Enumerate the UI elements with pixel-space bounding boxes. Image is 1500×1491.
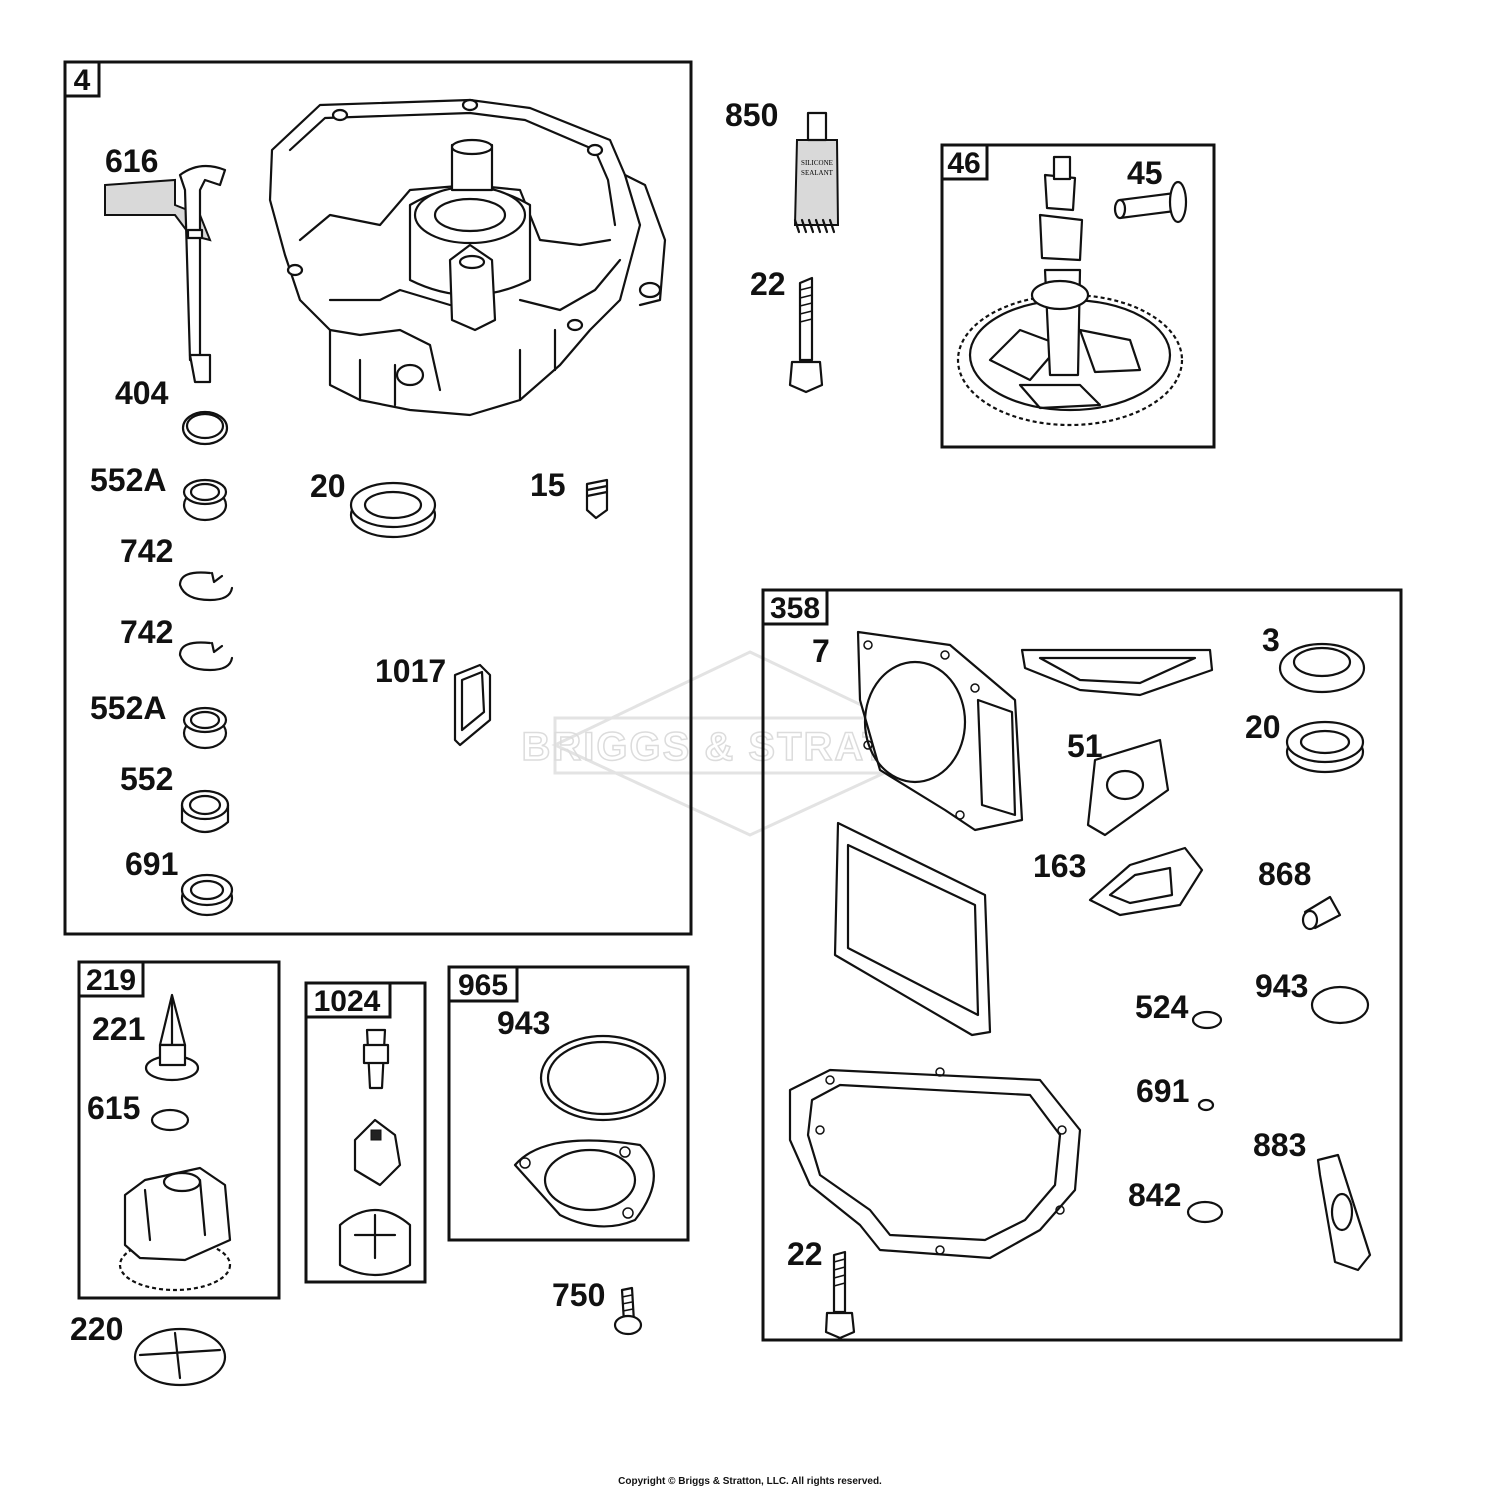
washer-404 (181, 410, 229, 446)
camshaft-gear-drawing (956, 155, 1184, 427)
box-4-label: 4 (74, 64, 91, 97)
box-358 (761, 588, 1403, 1342)
callout-163: 163 (1033, 848, 1086, 884)
callout-842: 842 (1128, 1177, 1181, 1213)
clip-742-1 (178, 571, 234, 602)
pin-45 (1113, 180, 1188, 224)
callout-7: 7 (812, 633, 830, 669)
plug-15 (585, 478, 609, 520)
washer-220 (133, 1327, 227, 1387)
callout-22-kit: 22 (787, 1236, 823, 1272)
box-358-label: 358 (770, 592, 820, 625)
bearing-20-main (349, 481, 437, 539)
part-868 (1301, 895, 1342, 931)
callouts: 616 404 552A 742 742 552A 552 691 20 15 … (70, 97, 1311, 1347)
oring-524 (1191, 1010, 1223, 1030)
svg-text:SILICONE: SILICONE (801, 159, 833, 167)
oil-pump-parts (338, 1028, 412, 1276)
box-4-tag (63, 60, 101, 98)
callout-742-2: 742 (120, 614, 173, 650)
box-4 (63, 60, 693, 936)
box-46-label: 46 (947, 147, 980, 180)
box-219 (77, 960, 281, 1300)
callout-615: 615 (87, 1090, 140, 1126)
svg-text:SEALANT: SEALANT (801, 169, 834, 177)
callout-691-kit: 691 (1136, 1073, 1189, 1109)
oil-filter-adapter-plate (513, 1139, 655, 1228)
callout-868: 868 (1258, 856, 1311, 892)
oring-842 (1186, 1200, 1224, 1224)
bearing-20-kit (1285, 720, 1365, 774)
callout-22-top: 22 (750, 266, 786, 302)
box-1024-label: 1024 (314, 985, 381, 1018)
seal-691-kit (1197, 1098, 1215, 1112)
callout-850: 850 (725, 97, 778, 133)
box-46 (940, 143, 1216, 449)
gasket-51 (1086, 738, 1170, 837)
gasket-883 (1316, 1153, 1372, 1272)
callout-1017: 1017 (375, 653, 446, 689)
box-219-label: 219 (86, 964, 136, 997)
box-965 (447, 965, 690, 1242)
gasket-163 (1088, 846, 1204, 917)
bolt-22-top (788, 276, 824, 394)
seal-691-main (180, 873, 234, 917)
oring-943-box965 (539, 1034, 667, 1122)
callout-883: 883 (1253, 1127, 1306, 1163)
bolt-22-kit (824, 1250, 856, 1340)
sealant-tube-850: SILICONE SEALANT (793, 111, 840, 234)
screw-750 (613, 1286, 643, 1336)
callout-552: 552 (120, 761, 173, 797)
governor-gear-assembly (118, 1166, 232, 1292)
callout-220: 220 (70, 1311, 123, 1347)
callout-51: 51 (1067, 728, 1103, 764)
callout-524: 524 (1135, 989, 1189, 1025)
callout-943-965: 943 (497, 1005, 550, 1041)
callout-750: 750 (552, 1277, 605, 1313)
callout-742-1: 742 (120, 533, 173, 569)
callout-552a-2: 552A (90, 690, 167, 726)
clip-742-2 (178, 641, 234, 672)
callout-691-main: 691 (125, 846, 178, 882)
box-358-tag (761, 588, 829, 626)
callout-221: 221 (92, 1011, 145, 1047)
callout-552a-1: 552A (90, 462, 167, 498)
callout-45: 45 (1127, 155, 1163, 191)
washer-3 (1278, 642, 1366, 694)
intake-gasket-upper (1020, 648, 1214, 697)
box-46-tag (940, 143, 989, 181)
callout-20-main: 20 (310, 468, 346, 504)
callout-20-kit: 20 (1245, 709, 1281, 745)
box-1024-tag (304, 981, 392, 1019)
callout-404: 404 (115, 375, 169, 411)
governor-shaft-616 (104, 164, 227, 384)
callout-616: 616 (105, 143, 158, 179)
box-965-tag (447, 965, 519, 1003)
bushing-552 (180, 789, 230, 834)
copyright-notice: Copyright © Briggs & Stratton, LLC. All … (618, 1476, 882, 1487)
box-219-tag (77, 960, 145, 998)
callout-15: 15 (530, 467, 566, 503)
bushing-552a-1 (182, 478, 228, 522)
callout-3: 3 (1262, 622, 1280, 658)
sump-cover-drawing (268, 98, 667, 417)
bushing-552a-2 (182, 706, 228, 750)
sump-gasket (788, 1067, 1082, 1260)
oring-943-kit (1310, 985, 1370, 1025)
callout-943-kit: 943 (1255, 968, 1308, 1004)
part-221 (144, 993, 200, 1082)
ring-615 (150, 1108, 190, 1132)
box-965-label: 965 (458, 969, 508, 1002)
clip-1017 (453, 663, 492, 747)
head-gasket-7 (856, 630, 1024, 832)
valve-cover-gasket (833, 821, 992, 1037)
